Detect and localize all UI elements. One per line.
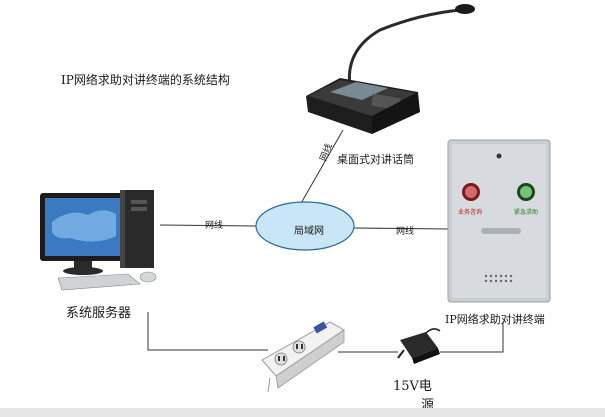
- server-computer-icon: [40, 190, 157, 291]
- lan-label: 局域网: [294, 226, 324, 237]
- terminal-label: IP网络求助对讲终端: [445, 313, 545, 326]
- intercom-terminal-icon: [447, 139, 551, 303]
- desk-microphone-icon: [306, 4, 475, 134]
- link-lan-terminal: [351, 227, 449, 230]
- link-label-server: 网线: [205, 221, 224, 231]
- desk-microphone-label: 桌面式对讲话筒: [337, 153, 414, 166]
- power-line-left: [147, 312, 268, 351]
- diagram-title: IP网络求助对讲终端的系统结构: [61, 73, 230, 87]
- bottom-strip: [0, 408, 605, 417]
- terminal-button-right-label: 紧急求助: [514, 209, 539, 216]
- terminal-button-left-label: 业务咨询: [458, 209, 483, 216]
- power-label-line1: 15V电: [393, 379, 432, 394]
- link-desk-lan: [299, 129, 344, 206]
- link-server-lan: [159, 224, 259, 227]
- server-label: 系统服务器: [66, 306, 132, 321]
- power-strip-icon: [261, 321, 345, 393]
- lan-ellipse: [255, 201, 355, 251]
- power-adapter-icon: [397, 328, 441, 364]
- power-line-right: [440, 322, 504, 353]
- link-label-terminal: 网线: [396, 227, 415, 237]
